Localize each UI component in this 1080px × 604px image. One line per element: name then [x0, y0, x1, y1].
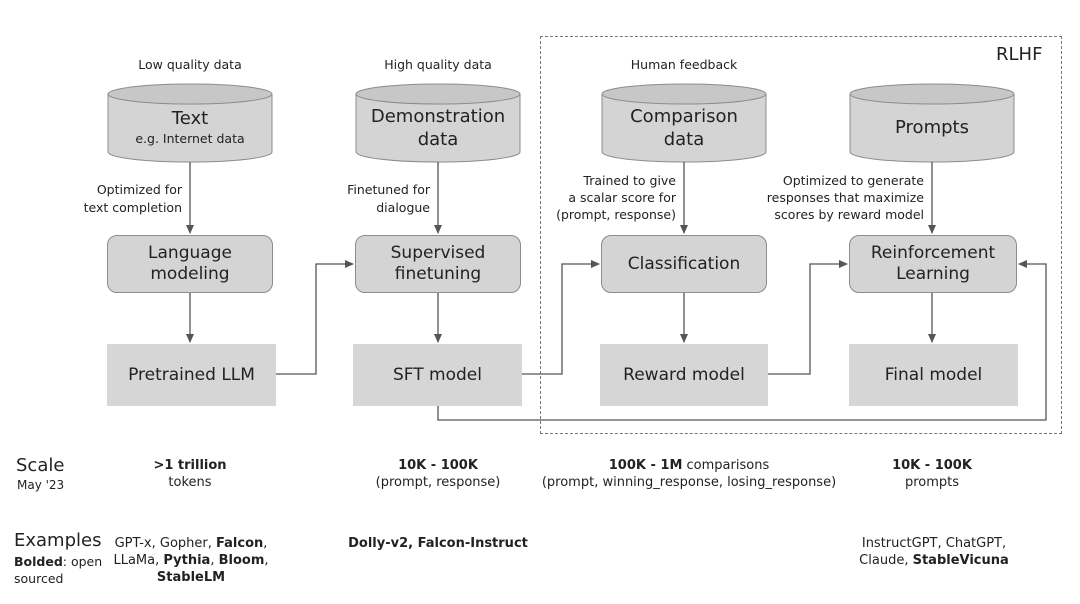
scale-c3-bold: 100K - 1M [608, 458, 683, 473]
edge-label-3a: Trained to give [583, 173, 676, 188]
scale-c2-normal: (prompt, response) [375, 475, 501, 490]
ex-c1-d: LLaMa, [113, 553, 164, 568]
scale-col-4: 10K - 100K prompts [852, 457, 1012, 491]
examples-sub: Bolded: open sourced [14, 553, 102, 587]
process-rl-line2: Learning [896, 264, 970, 284]
ex-c1-e: Pythia [163, 553, 211, 568]
cylinder-demonstration-data [355, 83, 521, 163]
header-human-feedback: Human feedback [630, 57, 738, 72]
edge-label-4a: Optimized to generate [782, 173, 924, 188]
examples-sub-t1: : open [62, 554, 103, 569]
rlhf-region [540, 36, 1062, 434]
cylinder-prompts-title: Prompts [895, 117, 969, 138]
ex-c1-f: , [210, 553, 219, 568]
process-language-modeling-line1: Language [148, 243, 232, 263]
scale-col-2: 10K - 100K (prompt, response) [338, 457, 538, 491]
edge-label-2b: dialogue [376, 200, 430, 215]
ex-c4-a: InstructGPT, ChatGPT, [861, 536, 1007, 551]
cylinder-text-subtitle: e.g. Internet data [135, 131, 245, 146]
examples-sub-bold: Bolded [14, 554, 63, 569]
ex-c4-c: StableVicuna [912, 553, 1009, 568]
header-low-quality: Low quality data [138, 57, 242, 72]
header-high-quality: High quality data [384, 57, 492, 72]
scale-sub: May '23 [17, 478, 65, 492]
ex-c2: Dolly-v2, Falcon-Instruct [348, 536, 528, 551]
model-reward: Reward model [600, 344, 768, 406]
edge-label-3b: a scalar score for [568, 190, 676, 205]
model-sft: SFT model [353, 344, 522, 406]
scale-c1-normal: tokens [168, 475, 212, 490]
process-sft-line1: Supervised [390, 243, 486, 263]
edge-label-2a: Finetuned for [347, 182, 430, 197]
edge-label-4c: scores by reward model [774, 207, 924, 222]
examples-col-1: GPT-x, Gopher, Falcon, LLaMa, Pythia, Bl… [106, 535, 276, 586]
scale-c2-bold: 10K - 100K [398, 458, 478, 473]
connector-sftmodel-to-classification [522, 260, 600, 375]
connector-sftmodel-to-rl [437, 260, 1047, 421]
cylinder-text-data [107, 83, 273, 163]
edge-label-3c: (prompt, response) [556, 207, 676, 222]
model-final: Final model [849, 344, 1018, 406]
scale-c4-normal: prompts [904, 475, 960, 490]
process-classification: Classification [601, 235, 767, 293]
examples-col-4: InstructGPT, ChatGPT, Claude, StableVicu… [848, 535, 1020, 569]
examples-label: Examples [14, 530, 102, 551]
model-pretrained-llm: Pretrained LLM [107, 344, 276, 406]
scale-col-3: 100K - 1M comparisons (prompt, winning_r… [524, 457, 854, 491]
scale-c3-text: comparisons [682, 458, 770, 473]
edge-label-1b: text completion [83, 200, 182, 215]
ex-c1-a: GPT-x, Gopher, [114, 536, 217, 551]
ex-c1-g: Bloom [218, 553, 265, 568]
scale-label: Scale [16, 455, 65, 476]
ex-c1-c: , [263, 536, 268, 551]
examples-sub-t2: sourced [14, 571, 64, 586]
scale-c1-bold: >1 trillion [153, 458, 227, 473]
ex-c4-b: Claude, [859, 553, 913, 568]
process-classification-line1: Classification [627, 253, 741, 274]
scale-col-1: >1 trillion tokens [110, 457, 270, 491]
cylinder-comparison-title: Comparison [630, 106, 738, 127]
connector-reward-to-rl [768, 260, 848, 375]
connector-pretrained-to-sft [276, 260, 354, 375]
cylinder-comparison-data [601, 83, 767, 163]
cylinder-demo-title2: data [417, 129, 459, 150]
cylinder-demo-title: Demonstration [370, 106, 506, 127]
cylinder-text-title: Text [171, 108, 209, 129]
process-rl-line1: Reinforcement [870, 243, 996, 263]
ex-c1-b: Falcon [216, 536, 264, 551]
ex-c1-h: , [264, 553, 269, 568]
edge-label-1a: Optimized for [96, 182, 182, 197]
examples-col-2: Dolly-v2, Falcon-Instruct [328, 535, 548, 552]
process-language-modeling-line2: modeling [150, 264, 230, 284]
cylinder-comparison-title2: data [663, 129, 705, 150]
process-sft-line2: finetuning [394, 264, 482, 284]
edge-label-4b: responses that maximize [766, 190, 924, 205]
scale-c4-bold: 10K - 100K [892, 458, 972, 473]
scale-c3-normal: (prompt, winning_response, losing_respon… [541, 475, 837, 490]
rlhf-label: RLHF [996, 44, 1043, 65]
ex-c1-i: StableLM [156, 570, 226, 585]
cylinder-prompts [849, 83, 1015, 163]
